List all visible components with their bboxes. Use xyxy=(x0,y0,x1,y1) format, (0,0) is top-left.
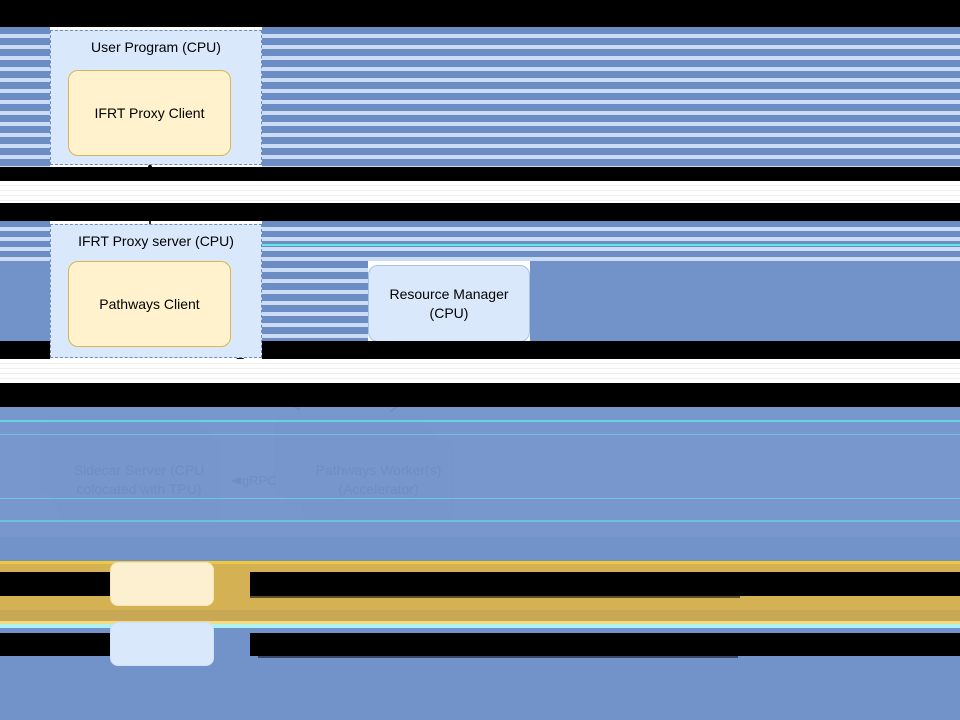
node-pathways-worker-label-line1: Pathways Worker(s) xyxy=(315,462,442,479)
node-sidecar-server-label-line2: colocated with TPU) xyxy=(76,480,202,497)
node-pathways-worker[interactable]: Pathways Worker(s) (Accelerator) xyxy=(303,440,454,520)
node-pathways-client[interactable]: Pathways Client xyxy=(68,261,231,347)
edge-label-sidecar-to-worker: gRPC xyxy=(241,473,278,488)
node-resource-manager-label-line2: (CPU) xyxy=(429,304,469,321)
legend-swatch-component-top xyxy=(110,562,214,606)
node-ifrt-proxy-client[interactable]: IFRT Proxy Client xyxy=(68,70,231,156)
edge-label-rm-to-pathwaysclient: gRPC xyxy=(280,295,317,310)
group-user-program-label: User Program (CPU) xyxy=(91,39,221,55)
legend-swatch-service-top xyxy=(110,622,214,666)
node-ifrt-proxy-client-label: IFRT Proxy Client xyxy=(94,105,205,121)
edge-label-worker-to-rm: gRPC xyxy=(377,373,414,388)
node-pathways-client-label: Pathways Client xyxy=(99,296,200,312)
node-resource-manager[interactable]: Resource Manager (CPU) xyxy=(368,265,530,342)
edge-label-sidecar-to-pathwaysclient: gRPC xyxy=(250,367,287,382)
node-resource-manager-label-line1: Resource Manager xyxy=(389,285,509,302)
node-sidecar-server-label-line1: Sidecar Server (CPU xyxy=(73,461,205,478)
edge-label-proxyserver-to-proxyclient: gRPC xyxy=(128,181,165,196)
node-sidecar-server[interactable]: Sidecar Server (CPU colocated with TPU) xyxy=(58,438,220,521)
node-pathways-worker-label-line2: (Accelerator) xyxy=(338,481,419,497)
group-ifrt-proxy-server-label: IFRT Proxy server (CPU) xyxy=(78,233,234,249)
